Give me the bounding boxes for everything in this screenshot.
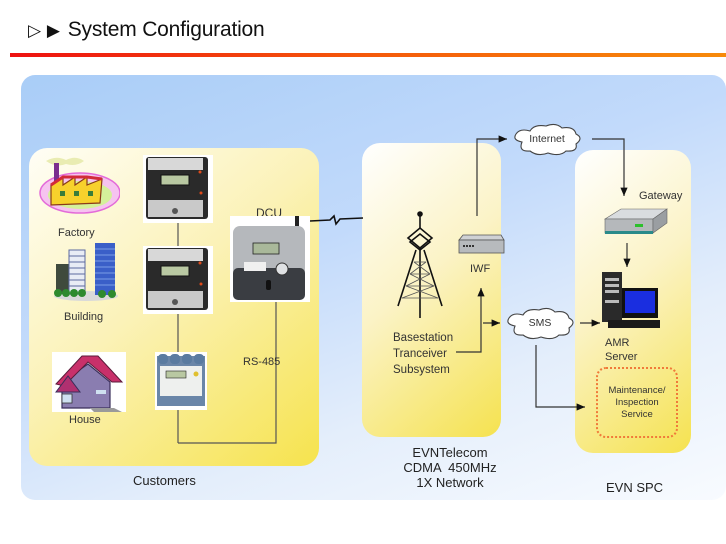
dcu-device-icon bbox=[230, 216, 310, 302]
building-icon bbox=[54, 243, 118, 301]
amr-server-label-line-2: Server bbox=[605, 351, 638, 363]
gateway-device-icon bbox=[603, 208, 668, 234]
customers-group-label: Customers bbox=[133, 473, 196, 488]
maintenance-line-1: Maintenance/ bbox=[608, 384, 666, 396]
bts-label-line-3: Subsystem bbox=[393, 364, 450, 376]
cloud-icon bbox=[514, 123, 581, 156]
cell-tower-icon bbox=[397, 211, 443, 318]
sms-cloud: SMS bbox=[503, 306, 577, 342]
rs485-line bbox=[178, 302, 277, 444]
factory-label: Factory bbox=[58, 227, 95, 239]
internet-label: Internet bbox=[529, 133, 565, 145]
amr-server-label-line-1: AMR bbox=[605, 337, 630, 349]
title-text: System Configuration bbox=[67, 18, 265, 41]
sms-to-maintenance-line bbox=[535, 345, 585, 411]
network-group-label: EVNTelecom CDMA 450MHz 1X Network bbox=[395, 445, 505, 490]
amr-server-label: AMR Server bbox=[605, 336, 637, 364]
house-icon bbox=[52, 352, 126, 412]
page-title: ▷ ▶ System Configuration bbox=[28, 18, 265, 42]
bts-to-iwf-line bbox=[456, 288, 485, 353]
cloud-icon bbox=[507, 307, 574, 340]
rs485-label: RS-485 bbox=[243, 356, 281, 368]
iwf-label: IWF bbox=[470, 263, 491, 275]
bts-label: Basestation Tranceiver Subsystem bbox=[393, 330, 453, 378]
sms-label: SMS bbox=[528, 317, 552, 329]
solid-triangle-icon: ▶ bbox=[46, 21, 60, 40]
evn-spc-group-label: EVN SPC bbox=[606, 480, 664, 495]
network-label-line-3: 1X Network bbox=[416, 475, 484, 490]
bts-label-line-2: Tranceiver bbox=[393, 348, 447, 360]
maintenance-line-3: Service bbox=[621, 408, 653, 420]
electric-meter-icon bbox=[143, 246, 213, 314]
din-rail-meter-icon bbox=[155, 352, 207, 410]
network-label-line-1: EVNTelecom bbox=[412, 445, 488, 460]
gateway-label: Gateway bbox=[639, 190, 683, 202]
maintenance-line-2: Inspection bbox=[615, 396, 659, 408]
building-label: Building bbox=[64, 311, 104, 323]
maintenance-inspection-service-box: Maintenance/ Inspection Service bbox=[596, 367, 678, 438]
iwf-to-internet-line bbox=[476, 135, 507, 216]
network-label-line-2: CDMA 450MHz bbox=[403, 460, 497, 475]
iwf-device-icon bbox=[458, 234, 505, 254]
title-underline bbox=[10, 53, 726, 57]
internet-cloud: Internet bbox=[510, 122, 584, 158]
internet-to-gateway-line bbox=[592, 138, 628, 196]
factory-icon bbox=[39, 157, 120, 214]
amr-server-icon bbox=[602, 272, 660, 328]
bts-label-line-1: Basestation bbox=[393, 332, 454, 344]
outline-triangle-icon: ▷ bbox=[28, 21, 41, 40]
electric-meter-icon bbox=[143, 155, 213, 223]
wireless-link bbox=[309, 214, 364, 226]
house-label: House bbox=[69, 414, 101, 426]
